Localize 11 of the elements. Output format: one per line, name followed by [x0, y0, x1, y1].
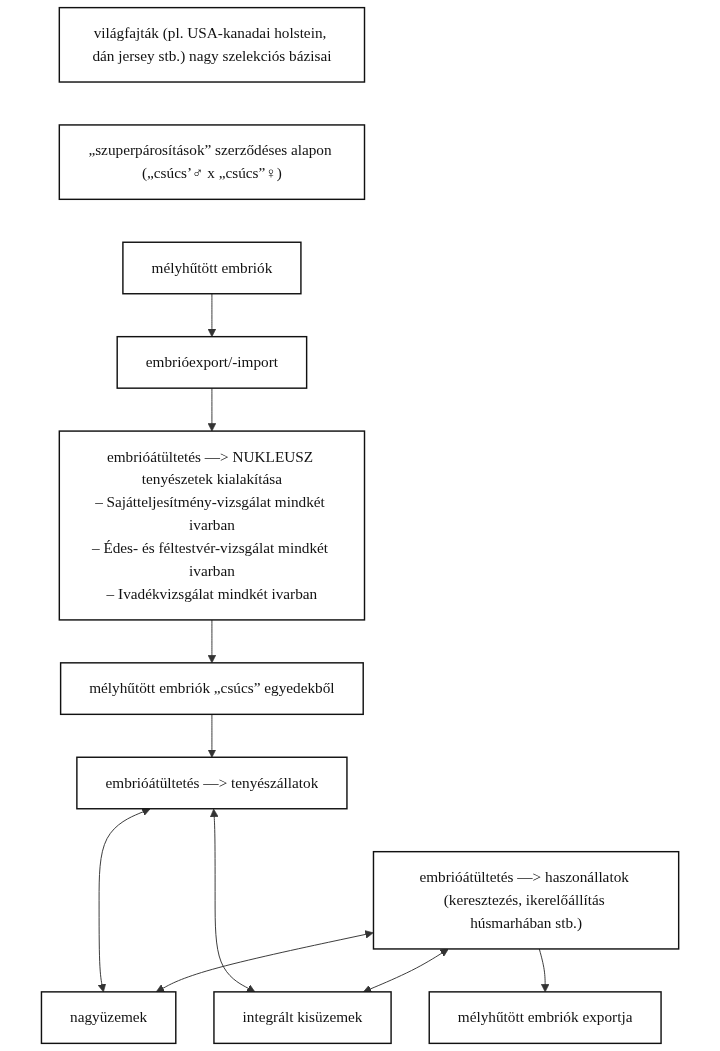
node-box: embrióexport/-import: [116, 335, 308, 389]
node-box: mélyhűtött embriók exportja: [428, 991, 662, 1045]
node-box: világfajták (pl. USA-kanadai holstein, dán jersey stb.) nagy szelekciós bázisai: [58, 6, 366, 83]
node-box: mélyhűtött embriók: [122, 241, 302, 295]
node-box: nagyüzemek: [40, 991, 177, 1045]
node-box: embrióátültetés —> NUKLEUSZ tenyészetek kialakítása – Sajátteljesítmény-vizsgálat mindkét ivarban – Édes- és féltestvér-vizsgálat mindkét ivarban – Ivadékvizsgálat mindkét ivarban: [58, 430, 366, 621]
node-box: integrált kisüzemek: [213, 991, 392, 1045]
node-box: embrióátültetés —> tenyészállatok: [76, 756, 348, 810]
node-box: mélyhűtött embriók „csúcs” egyedekből: [59, 662, 364, 716]
node-box: embrióátültetés —> haszonállatok (keresztezés, ikerelőállítás húsmarhában stb.): [372, 850, 680, 950]
node-box: „szuperpárosítások” szerződéses alapon („csúcs’♂ x „csúcs”♀): [58, 124, 366, 201]
